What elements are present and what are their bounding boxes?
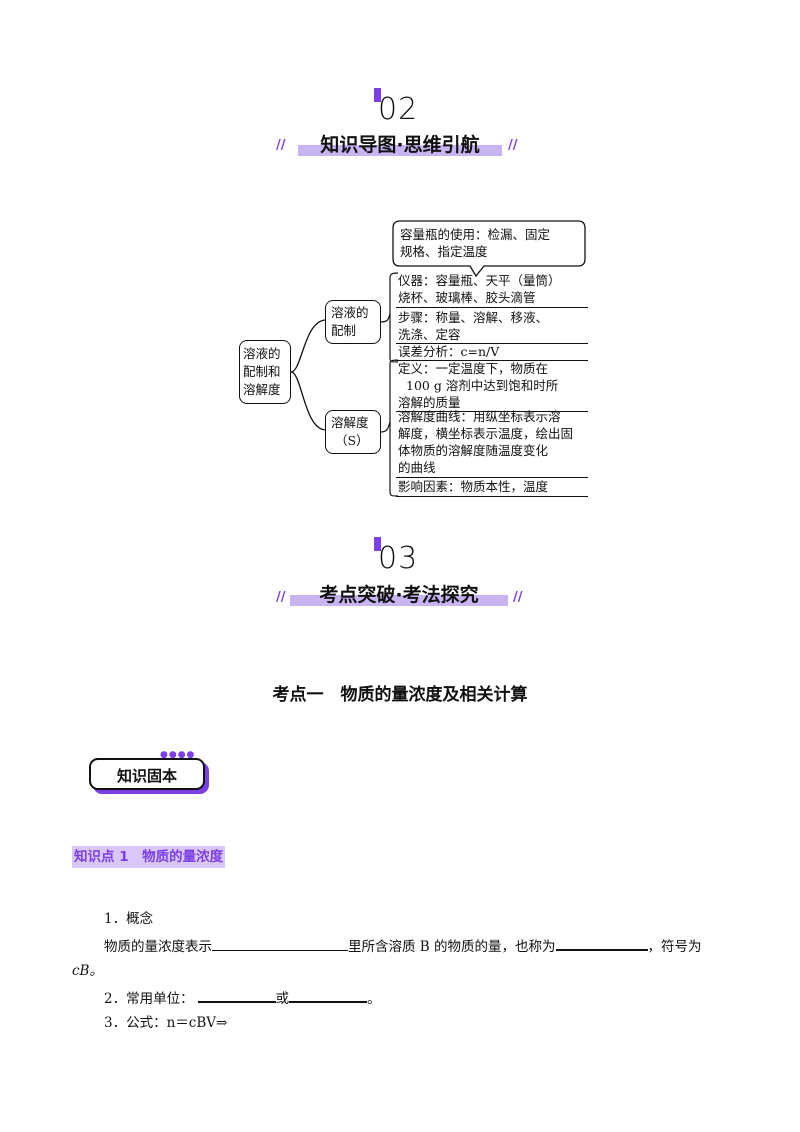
accent-bar — [374, 537, 381, 551]
section-badge: 知识固本 — [89, 758, 205, 790]
item-2: 2．常用单位：或。 — [104, 987, 381, 1009]
mindmap-branch-peizhi: 溶液的 配制 — [325, 300, 381, 344]
blank-4 — [289, 987, 368, 1003]
decor-slash-left: // — [276, 138, 286, 153]
mindmap-connectors — [290, 319, 327, 431]
decor-slash-right: // — [513, 590, 523, 605]
knowledge-point-heading: 知识点 1 物质的量浓度 — [72, 846, 226, 868]
decor-slash-left: // — [276, 590, 286, 605]
mindmap-callout: 容量瓶的使用：检漏、固定 规格、指定温度 — [400, 227, 551, 259]
section-02-title: 知识导图·思维引航 — [298, 130, 502, 156]
item-1: 1．概念 — [104, 911, 154, 927]
blank-3 — [197, 987, 276, 1003]
mindmap-leaf-yiqi: 仪器：容量瓶、天平（量筒） 烧杯、玻璃棒、胶头滴管 — [398, 273, 561, 305]
section-03-title: 考点突破·考法探究 — [290, 580, 508, 606]
mindmap-leaf-quxian: 溶解度曲线：用纵坐标表示溶 解度，横坐标表示温度，绘出固 体物质的溶解度随温度变… — [398, 409, 574, 475]
section-03-number: 03 — [374, 537, 418, 576]
mindmap-leaf-dingyi: 定义：一定温度下，物质在 100 g 溶剂中达到饱和时所 溶解的质量 — [398, 361, 559, 410]
decor-slash-right: // — [508, 138, 518, 153]
mindmap-root: 溶液的 配制和 溶解度 — [239, 340, 291, 404]
blank-2 — [555, 935, 648, 951]
mindmap-branch-rongjiedu: 溶解度 （S） — [325, 410, 381, 454]
symbol-line: cB。 — [72, 963, 103, 979]
mindmap-bracket-2 — [380, 359, 399, 497]
callout-bubble-shape — [392, 220, 586, 278]
mindmap-leaf-buzhou: 步骤：称量、溶解、移液、 洗涤、定容 — [398, 310, 549, 342]
blank-1 — [212, 936, 348, 951]
mindmap-bracket-1 — [380, 272, 399, 363]
kaodian-title: 考点一 物质的量浓度及相关计算 — [272, 685, 528, 705]
item-3: 3．公式：n＝cBV⇒ — [104, 1015, 228, 1031]
accent-bar — [374, 88, 381, 102]
concept-line: 物质的量浓度表示里所含溶质 B 的物质的量，也称为，符号为 — [104, 935, 702, 957]
mindmap-leaf-wucha: 误差分析：c=n/V — [398, 344, 500, 359]
section-02-number: 02 — [374, 88, 418, 127]
binder-rings-icon: ●●●● — [160, 750, 196, 760]
mindmap-leaf-yingxiang: 影响因素：物质本性，温度 — [398, 479, 549, 494]
